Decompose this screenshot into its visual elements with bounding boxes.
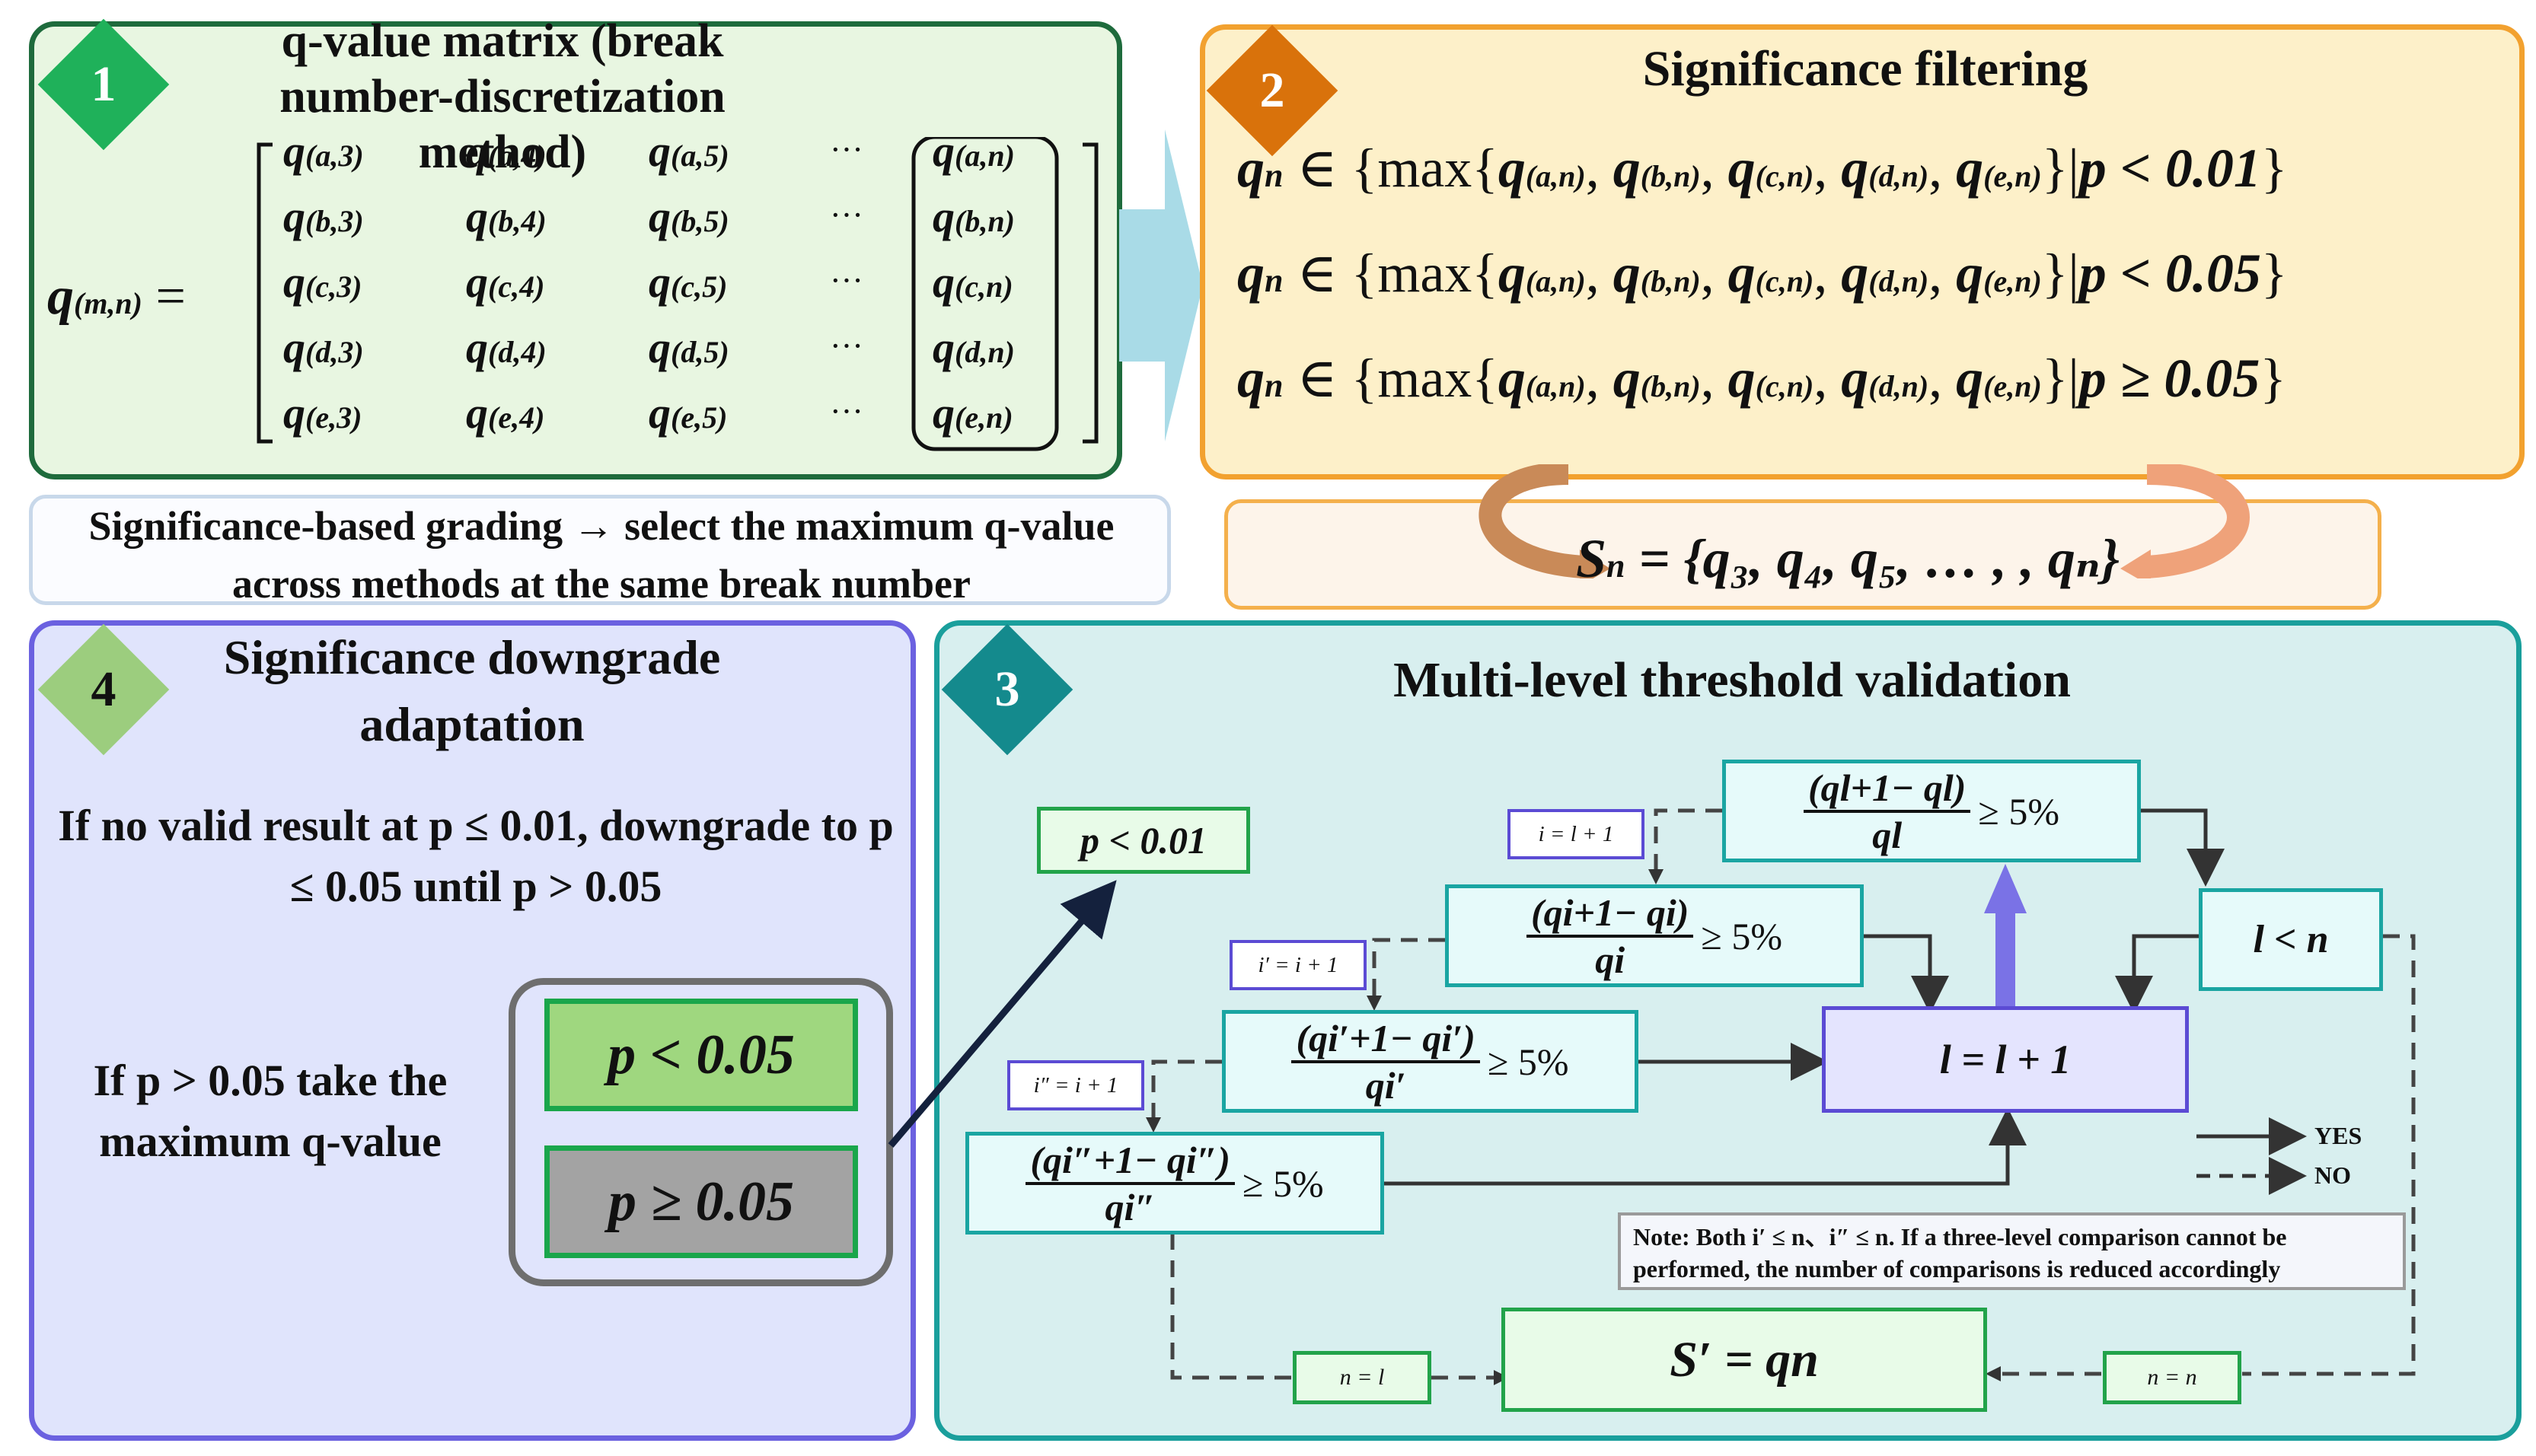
criterion-l: (ql+1− ql)ql ≥ 5% xyxy=(1722,760,2141,862)
matrix-lhs: q(m,n) = xyxy=(47,267,186,326)
matrix-ellipsis: ··· xyxy=(830,131,863,168)
matrix-cell: q(e,3) xyxy=(283,388,362,438)
assign-i-prime-box: i′ = i + 1 xyxy=(1230,940,1367,990)
matrix-cell: q(b,5) xyxy=(649,192,729,241)
criterion-i-double-prime: (qi″+1− qi″)qi″ ≥ 5% xyxy=(965,1132,1384,1235)
matrix-cell: q(c,5) xyxy=(649,257,728,307)
criterion-i: (qi+1− qi)qi ≥ 5% xyxy=(1445,884,1864,987)
matrix-cell: q(c,n) xyxy=(933,257,1013,307)
option-p-ge-005: p ≥ 0.05 xyxy=(544,1145,858,1258)
panel-2-title: Significance filtering xyxy=(1642,41,2088,97)
flow-arrow-1-to-2 xyxy=(1119,129,1203,441)
n-eq-n-box: n = n xyxy=(2103,1351,2241,1404)
p-options-group xyxy=(509,978,893,1286)
filter-line: qn ∈ {max{q(a,n), q(b,n), q(c,n), q(d,n)… xyxy=(1237,348,2286,409)
set-sn-box xyxy=(1224,499,2381,610)
take-max-rule: If p > 0.05 take the maximum q-value xyxy=(93,1056,448,1167)
panel-q-value-matrix xyxy=(29,21,1122,479)
step-3-number: 3 xyxy=(994,661,1020,717)
matrix-brackets xyxy=(257,137,1099,451)
panel-multilevel-validation xyxy=(934,620,2522,1441)
step-4-number: 4 xyxy=(91,661,116,717)
set-sn-formula: Sn = {q₃, q₄, q₅, … , , qₙ} xyxy=(1576,528,2120,589)
matrix-cell: q(e,5) xyxy=(649,388,728,438)
grading-note-text: Significance-based grading → select the … xyxy=(88,503,1115,607)
p-lt-001-box: p < 0.01 xyxy=(1037,807,1250,874)
criterion-i-prime: (qi′+1− qi′)qi′ ≥ 5% xyxy=(1222,1010,1638,1113)
matrix-cell: q(c,3) xyxy=(283,257,362,307)
n-eq-l-box: n = l xyxy=(1293,1351,1431,1404)
downgrade-rule: If no valid result at p ≤ 0.01, downgrad… xyxy=(58,801,894,912)
matrix-cell: q(b,n) xyxy=(933,192,1015,241)
result-box: S′ = qn xyxy=(1501,1308,1987,1412)
option-p-lt-005: p < 0.05 xyxy=(544,999,858,1111)
matrix-ellipsis: ··· xyxy=(830,393,863,430)
matrix-ellipsis: ··· xyxy=(830,262,863,299)
filter-line: qn ∈ {max{q(a,n), q(b,n), q(c,n), q(d,n)… xyxy=(1237,138,2288,199)
legend-yes-label: YES xyxy=(2314,1122,2362,1149)
matrix-cell: q(e,n) xyxy=(933,388,1013,438)
matrix-cell: q(a,4) xyxy=(466,126,547,176)
legend-no-label: NO xyxy=(2314,1161,2351,1189)
grading-note-box xyxy=(29,495,1171,605)
assign-i-double-prime-box: i″ = i + 1 xyxy=(1007,1060,1144,1110)
matrix-cell: q(d,4) xyxy=(466,323,547,372)
filter-line: qn ∈ {max{q(a,n), q(b,n), q(c,n), q(d,n)… xyxy=(1237,243,2288,304)
panel-4-title: Significance downgrade adaptation xyxy=(223,630,721,752)
matrix-ellipsis: ··· xyxy=(830,196,863,234)
matrix-cell: q(a,n) xyxy=(933,126,1015,176)
matrix-cell: q(a,5) xyxy=(649,126,729,176)
matrix-cell: q(d,5) xyxy=(649,323,729,372)
step-1-number: 1 xyxy=(91,56,116,112)
step-2-number: 2 xyxy=(1259,62,1285,118)
matrix-cell: q(b,4) xyxy=(466,192,547,241)
l-lt-n-box: l < n xyxy=(2199,888,2383,991)
matrix-cell: q(a,3) xyxy=(283,126,364,176)
panel-significance-filtering xyxy=(1200,24,2525,479)
matrix-cell: q(d,3) xyxy=(283,323,364,372)
panel-1-title: q-value matrix (break number-discretizat… xyxy=(279,15,726,179)
note-box: Note: Both i′ ≤ n、i″ ≤ n. If a three-lev… xyxy=(1618,1212,2406,1290)
matrix-cell: q(d,n) xyxy=(933,323,1015,372)
panel-3-title: Multi-level threshold validation xyxy=(1393,652,2071,708)
matrix-cell: q(b,3) xyxy=(283,192,364,241)
loop-arrows xyxy=(1479,464,2250,578)
matrix-cell: q(c,4) xyxy=(466,257,545,307)
l-increment-box: l = l + 1 xyxy=(1822,1006,2189,1113)
matrix-cell: q(e,4) xyxy=(466,388,545,438)
assign-i-box: i = l + 1 xyxy=(1507,809,1644,859)
matrix-ellipsis: ··· xyxy=(830,327,863,365)
